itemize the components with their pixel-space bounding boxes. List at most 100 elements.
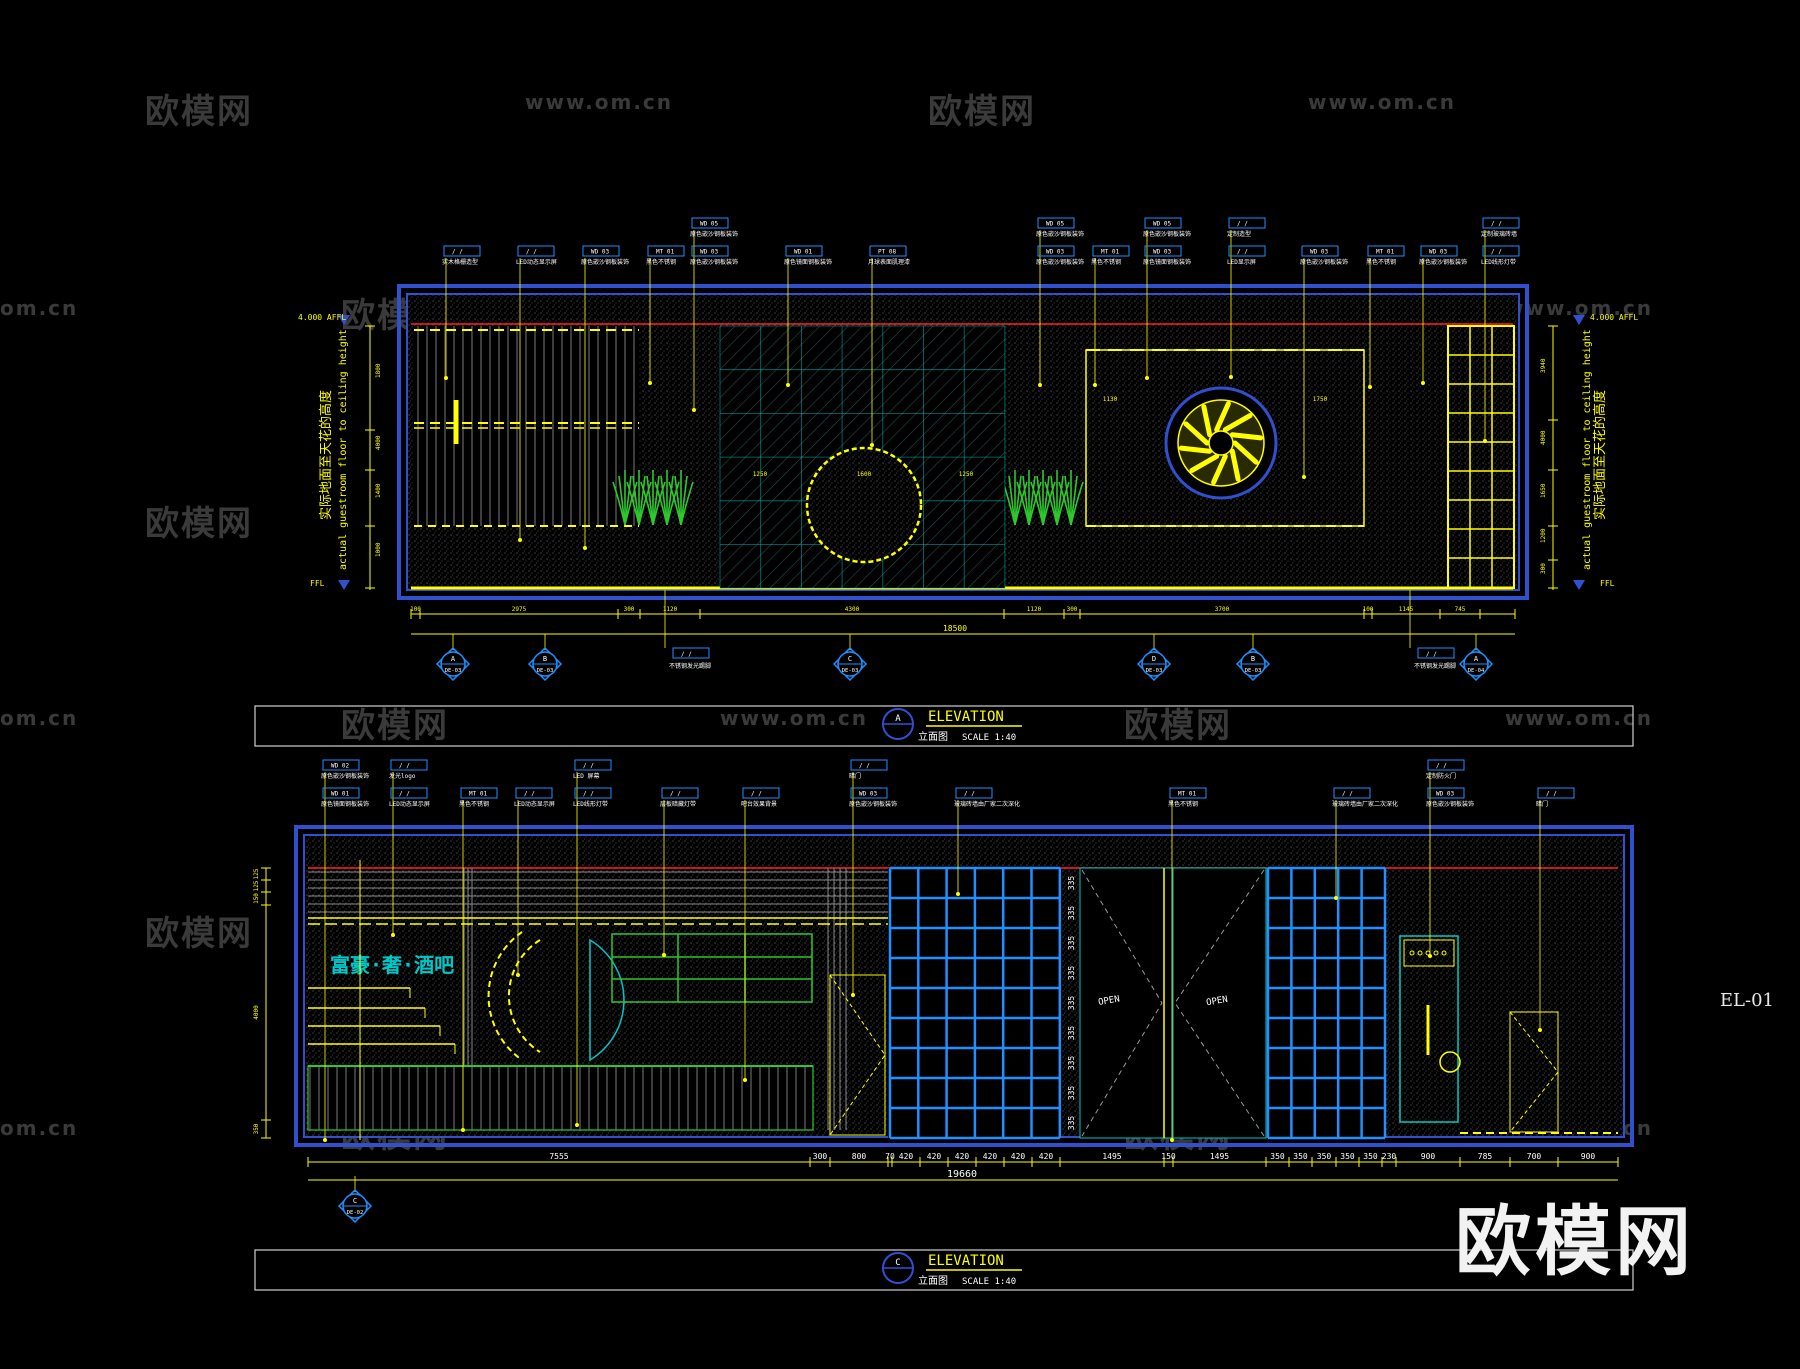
callout-text: 原色嵌沙钢板装饰 [1300,258,1348,266]
callout-dot [786,383,790,387]
callout-dot [444,376,448,380]
title-subtitle: 立面图 [918,1274,948,1287]
dim-value: 350 [1317,1152,1332,1161]
plant-leaf [652,481,666,526]
round-display [589,938,625,1062]
ring-blade [1229,448,1241,482]
callout-code: / / [859,763,870,770]
tag-ref: DE-03 [1146,668,1163,674]
glass-brick-grid [1448,326,1514,588]
tag-ref: DE-03 [842,668,859,674]
callout-box [647,245,685,257]
slat-wall [414,326,639,526]
dim-value: 420 [983,1152,998,1161]
arc-led [487,931,523,1061]
callout-text: 原色嵌沙钢板装饰 [849,800,897,808]
callout-code: / / [1237,249,1248,256]
inner-dim: 1130 [1103,396,1118,403]
dim-value: 335 [1067,1116,1076,1131]
open-label-right: OPEN [1206,995,1229,1009]
tag-letter: B [543,655,547,663]
callout-code: / / [670,791,681,798]
dim-value: 350 [1340,1152,1355,1161]
dim-value: 350 [1363,1152,1378,1161]
dim-value: 7555 [549,1152,568,1161]
dim-value: 125 [253,880,260,891]
callout-code: WD 05 [1153,221,1171,228]
callout-box [574,759,612,771]
callout-code: PT 08 [878,249,896,256]
callout-code: WD 03 [1429,249,1447,256]
callout-code: WD 01 [794,249,812,256]
callout-text: 原色嵌沙钢板装饰 [321,772,369,780]
dim-value: 700 [1527,1152,1542,1161]
level-marker [338,580,350,590]
callout-box [850,787,888,799]
glass-brick-grid-right [1266,866,1387,1140]
title-scale: SCALE 1:40 [962,1277,1016,1287]
plant-group-left [612,469,694,526]
tag-ref: DE-03 [1245,668,1262,674]
callout-code: / / [681,651,692,658]
title-bar [254,1249,1634,1291]
title-mark-letter: A [895,714,901,724]
callout-dot [1538,1028,1542,1032]
dim-value: 1400 [375,483,382,498]
callout-box [1482,217,1520,229]
dim-value: 1000 [375,542,382,557]
callout-text: 原色镜面钢板装饰 [784,258,832,266]
dim-value: 3940 [1540,358,1547,373]
dim-value: 335 [1067,876,1076,891]
callout-code: / / [583,763,594,770]
callout-text: 层板暗藏灯带 [660,800,696,808]
door-dot [1409,950,1415,956]
callout-box [955,787,993,799]
dim-value: 335 [1067,1086,1076,1101]
dim-value: 350 [1293,1152,1308,1161]
plant-leaf [638,481,652,526]
callout-box [1228,217,1266,229]
callout-box [691,245,729,257]
callout-box [1367,245,1405,257]
callout-code: WD 03 [591,249,609,256]
hidden-door [829,974,886,1136]
dim-value: 745 [1455,606,1466,613]
inner-dim: 1750 [1313,396,1328,403]
callout-box [672,647,710,659]
tag-ref: DE-04 [1468,668,1485,674]
dim-value: 420 [955,1152,970,1161]
dim-value: 350 [253,1123,260,1134]
callout-dot [692,408,696,412]
dim-value: 1800 [375,363,382,378]
callout-text: 实木格栅造型 [442,258,478,266]
open-label-left: OPEN [1097,994,1120,1008]
callout-code: MT 01 [1101,249,1119,256]
callout-box [1144,245,1182,257]
dim-value: 350 [1270,1152,1285,1161]
callout-box [1482,245,1520,257]
callout-code: / / [751,791,762,798]
dim-value: 1145 [1399,606,1414,613]
tag-letter: D [1152,655,1156,663]
inner-dim: 1600 [857,471,872,478]
callout-text: LED线形灯带 [1481,258,1516,266]
callout-code: / / [964,791,975,798]
callout-box [322,787,360,799]
callout-box [1537,787,1575,799]
sheet-number: EL-01 [1719,990,1774,1011]
ring-blade [1183,421,1210,446]
dim-value: 150 [1161,1152,1176,1161]
callout-dot [1229,375,1233,379]
callout-text: LED显示屏 [1227,259,1256,266]
callout-text: 定制造型 [1227,230,1251,238]
dim-value: 420 [1011,1152,1026,1161]
dim-value: 300 [813,1152,828,1161]
dim-value: 300 [624,606,635,613]
callout-code: / / [526,249,537,256]
dim-value: 150 [253,893,260,904]
ring-blade [1214,401,1231,433]
